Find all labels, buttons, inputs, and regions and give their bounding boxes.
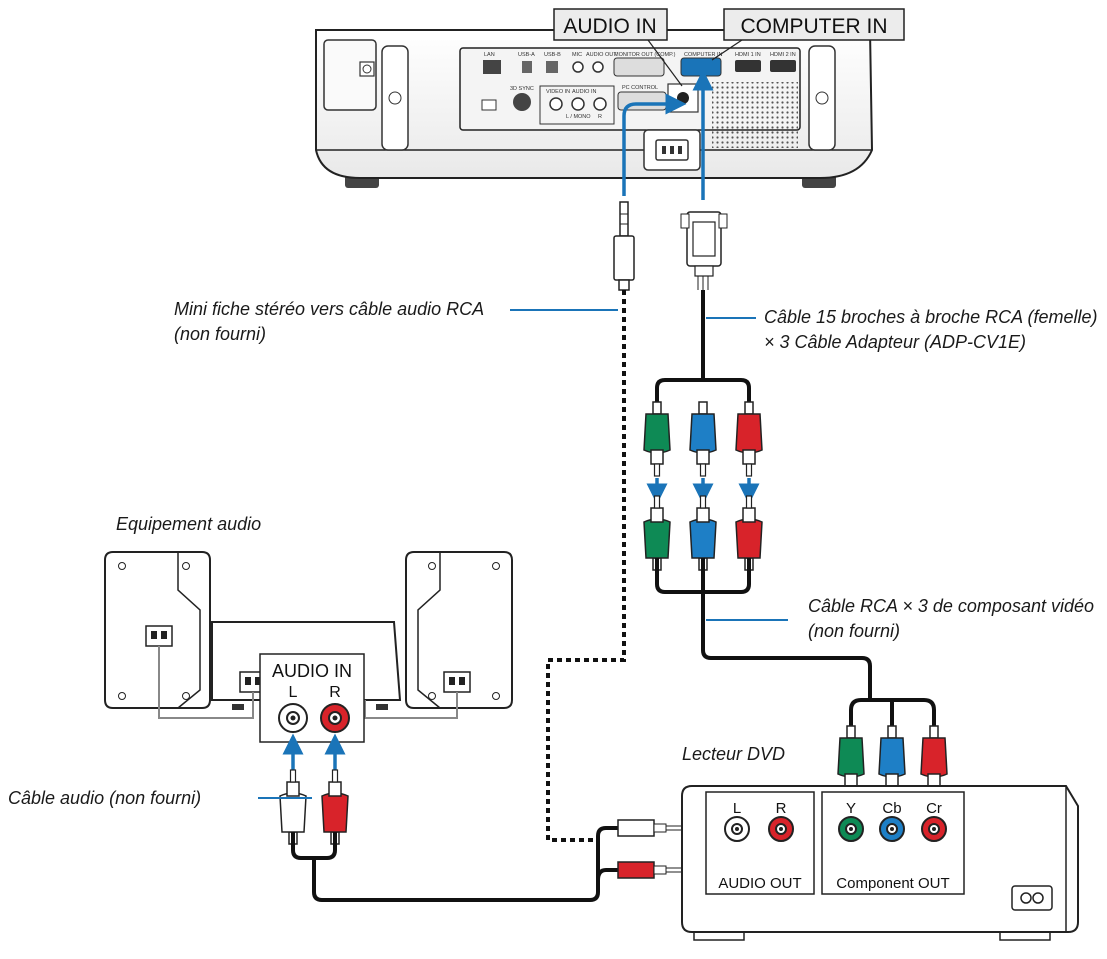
projector-speaker-grille — [712, 82, 798, 148]
dvd-cb-label: Cb — [882, 800, 901, 817]
audio-in-callout: AUDIO IN — [553, 8, 668, 41]
speaker-wire-right — [364, 692, 458, 719]
dvd-power-socket-icon — [1011, 885, 1053, 911]
3d-sync-label: 3D SYNC — [510, 86, 534, 92]
audio-bottom-plug-white — [617, 819, 655, 837]
wifi-icon — [359, 61, 375, 77]
pc-control-label: PC CONTROL — [622, 85, 658, 91]
audio-in-r-port-icon — [593, 97, 607, 111]
adapter-plug-green — [643, 401, 671, 477]
hdmi1-port-icon — [735, 60, 761, 72]
computer-in-callout-label: COMPUTER IN — [741, 15, 888, 38]
l-mono-label: L / MONO — [566, 114, 591, 120]
usb-b-label: USB-B — [544, 52, 561, 58]
adapter-rca-plugs — [643, 401, 763, 477]
audio-cable-label: Câble audio (non fourni) — [8, 788, 202, 808]
mini-plug-cable-label: Mini fiche stéréo vers câble audio RCA (… — [174, 299, 484, 344]
audio-bottom-plug-red — [617, 861, 655, 879]
audio-in-small-label: AUDIO IN — [572, 89, 596, 95]
dvd-player: L R AUDIO OUT Y Cb Cr Component OUT — [681, 785, 1079, 941]
adapter-cable — [655, 290, 751, 420]
dvd-r-label: R — [776, 800, 787, 817]
dvd-cr-label: Cr — [926, 800, 942, 817]
hdmi2-port-icon — [770, 60, 796, 72]
audio-equipment: AUDIO IN L R — [104, 551, 513, 743]
dvd-player-label: Lecteur DVD — [682, 744, 786, 764]
adapter-plug-blue — [689, 401, 717, 477]
audio-in-l-port-icon — [571, 97, 585, 111]
right-speaker-terminal — [443, 671, 471, 693]
mic-label: MIC — [572, 52, 582, 58]
left-speaker-terminal — [145, 625, 173, 647]
mic-port-icon — [572, 61, 584, 73]
hdmi1-label: HDMI 1 IN — [735, 52, 761, 58]
leader-lines — [258, 309, 788, 799]
monitor-out-label: MONITOR OUT (COMP.) — [614, 52, 676, 58]
dvd-audio-out-panel — [705, 791, 815, 895]
audio-out-port-icon — [592, 61, 604, 73]
r-label: R — [598, 114, 602, 120]
computer-in-callout: COMPUTER IN — [723, 8, 905, 41]
usb-a-label: USB-A — [518, 52, 535, 58]
usb-b-port-icon — [546, 61, 558, 73]
mini-stereo-plug — [613, 201, 635, 291]
usb-a-port-icon — [522, 61, 532, 73]
adapter-plug-red — [735, 401, 763, 477]
video-in-port-icon — [549, 97, 563, 111]
projector: LAN USB-A USB-B MIC AUDIO OUT MONITOR OU… — [315, 29, 874, 188]
component-cable — [655, 558, 936, 745]
computer-in-port-icon — [680, 57, 722, 77]
dvd-audio-out-label: AUDIO OUT — [718, 875, 801, 892]
audio-cable — [291, 826, 618, 902]
audio-out-label: AUDIO OUT — [586, 52, 617, 58]
amp-input-arrows — [282, 733, 346, 770]
lan-label: LAN — [484, 52, 495, 58]
plug-join-arrows — [646, 478, 760, 505]
computer-in-small-label: COMPUTER IN — [684, 52, 723, 58]
component-cable-label: Câble RCA × 3 de composant vidéo (non fo… — [808, 596, 1094, 641]
video-in-label: VIDEO IN — [546, 89, 570, 95]
amp-l-label: L — [289, 684, 298, 701]
dvd-component-out-panel — [821, 791, 965, 895]
dvd-y-label: Y — [846, 800, 856, 817]
audio-cable-top-plugs — [279, 769, 349, 845]
audio-cable-bottom-plugs — [617, 819, 687, 879]
monitor-out-port-icon — [613, 57, 665, 77]
audio-in-minijack-icon — [677, 92, 689, 104]
lan-port-icon — [483, 60, 501, 74]
amp-audio-in-label: AUDIO IN — [272, 661, 352, 681]
hdmi2-label: HDMI 2 IN — [770, 52, 796, 58]
dvd-l-label: L — [733, 800, 741, 817]
amp-r-label: R — [329, 684, 341, 701]
audio-equipment-label: Equipement audio — [116, 514, 262, 534]
3d-sync-port-icon — [513, 93, 531, 111]
audio-dashed-cable — [546, 290, 626, 842]
audio-in-connection-arrow — [622, 93, 687, 196]
security-slot-icon — [481, 99, 497, 111]
vga-connector — [680, 211, 728, 290]
audio-in-callout-label: AUDIO IN — [563, 15, 656, 38]
adapter-cable-label: Câble 15 broches à broche RCA (femelle) … — [764, 307, 1098, 352]
dvd-component-out-label: Component OUT — [836, 875, 949, 892]
right-speaker — [405, 551, 513, 709]
projector-side-cover — [323, 39, 377, 111]
speaker-wire-left — [158, 646, 254, 719]
